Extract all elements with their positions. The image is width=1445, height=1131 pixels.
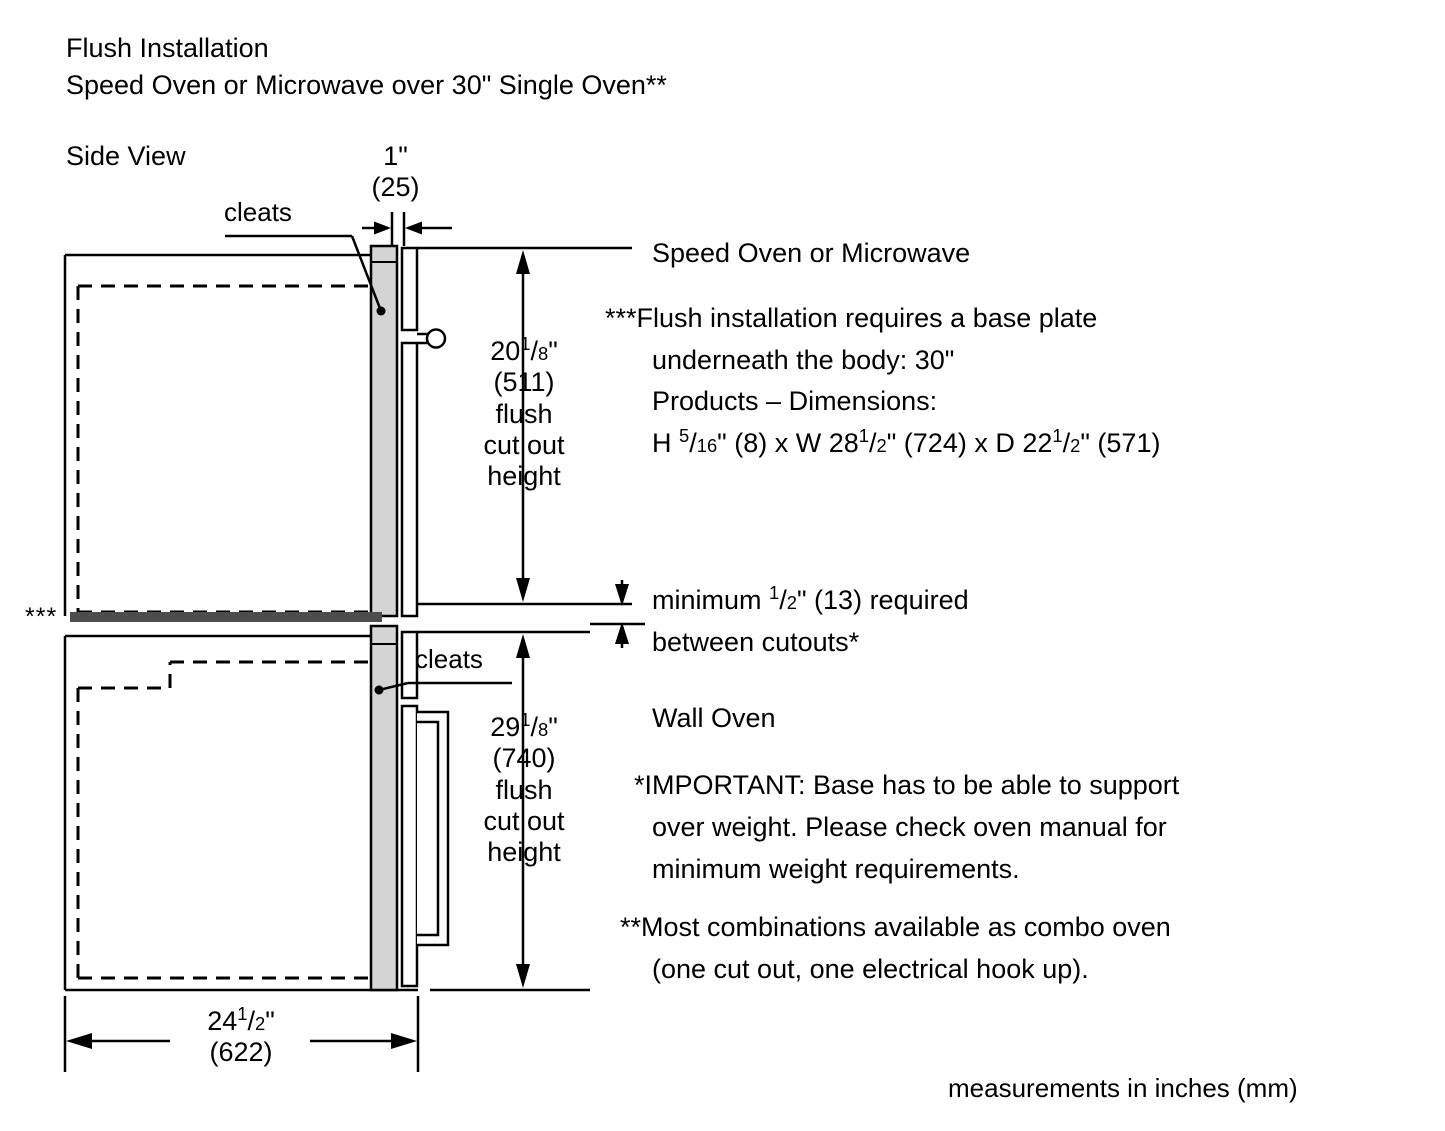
lower-cabinet-group — [63, 624, 450, 992]
important-note-line-1: *IMPORTANT: Base has to be able to suppo… — [634, 770, 1180, 800]
lower-dim-arrow-down — [516, 964, 530, 988]
combo-note-stars: ** — [620, 912, 642, 942]
top-gap-mm: (25) — [371, 172, 420, 203]
flush-note-dimensions: H 5/16" (8) x W 281/2" (724) x D 221/2" … — [652, 425, 1161, 458]
lower-door-trim-upper — [400, 630, 419, 700]
cleats-upper-leader-dot — [376, 306, 386, 316]
flush-note-line-3: Products – Dimensions: — [652, 386, 938, 416]
cleats-lower-leader-diagonal — [378, 681, 409, 692]
combo-note-line-1: **Most combinations available as combo o… — [620, 912, 1171, 942]
minimum-gap-note-line-1: minimum 1/2" (13) required — [652, 582, 969, 615]
minimum-gap-note-line-2: between cutouts* — [652, 627, 860, 657]
top-gap-arrowhead-left — [374, 221, 391, 235]
depth-dimension-group — [63, 996, 420, 1072]
lower-cutout-dimension-group — [417, 630, 590, 992]
side-view-label: Side View — [66, 141, 186, 171]
flush-note-line-2: underneath the body: 30" — [652, 345, 955, 375]
upper-handle-knob — [425, 328, 447, 349]
top-gap-dimension-group — [362, 212, 452, 246]
upper-cutout-desc-2: cut out — [483, 429, 565, 460]
depth-dimension-label: 241/2" (622) — [168, 1003, 314, 1069]
speed-oven-heading: Speed Oven or Microwave — [652, 238, 971, 268]
lower-oven-door-inner — [417, 720, 440, 937]
important-note-line-3: minimum weight requirements. — [652, 854, 1020, 884]
lower-cutout-desc-1: flush — [495, 774, 553, 805]
upper-door-trim-lower — [400, 341, 419, 618]
upper-cutout-desc-1: flush — [495, 398, 553, 429]
cleats-lower-leader-group — [374, 681, 512, 695]
lower-dim-arrow-up — [516, 634, 530, 658]
upper-cabinet-group — [63, 244, 447, 618]
depth-inches: 241/2" — [207, 1003, 275, 1036]
lower-cutout-desc-3: height — [487, 837, 561, 868]
depth-mm: (622) — [209, 1037, 273, 1068]
base-plate-bar — [70, 612, 382, 622]
important-note-stars: * — [634, 770, 645, 800]
upper-dim-arrow-up — [516, 250, 530, 274]
combo-note-line-2: (one cut out, one electrical hook up). — [652, 954, 1089, 984]
flush-note-line-1: ***Flush installation requires a base pl… — [605, 303, 1098, 333]
lower-door-trim-lower — [400, 704, 419, 988]
upper-appliance-body-panel — [369, 244, 399, 618]
top-gap-dimension-label: 1" (25) — [338, 141, 453, 204]
depth-arrowhead-left — [66, 1033, 92, 1049]
page-title-line-2: Speed Oven or Microwave over 30" Single … — [66, 70, 667, 100]
lower-cutout-inches: 291/8" — [490, 709, 558, 742]
cleats-lower-label: cleats — [415, 644, 483, 674]
top-gap-arrowhead-right — [405, 221, 422, 235]
top-gap-inches: 1" — [383, 141, 408, 171]
cleats-upper-leader-group — [225, 234, 386, 316]
cleats-upper-label: cleats — [224, 197, 292, 227]
wall-oven-heading: Wall Oven — [652, 703, 776, 733]
upper-cutout-dimension-group — [417, 246, 632, 606]
lower-cutout-dimension-label: 291/8" (740) flush cut out height — [445, 709, 603, 869]
depth-arrowhead-right — [391, 1033, 417, 1049]
minimum-gap-arrowhead-up — [615, 622, 629, 644]
lower-cutout-mm: (740) — [492, 743, 556, 774]
important-note-line-2: over weight. Please check oven manual fo… — [652, 812, 1167, 842]
page-title-line-1: Flush Installation — [66, 33, 269, 63]
upper-cutout-inches: 201/8" — [490, 333, 558, 366]
base-plate-marker: *** — [25, 603, 58, 631]
upper-cutout-dimension-label: 201/8" (511) flush cut out height — [445, 333, 603, 493]
minimum-gap-arrowhead-down — [615, 584, 629, 606]
depth-label-backdrop — [170, 1018, 310, 1064]
cleats-upper-leader-diagonal — [350, 235, 383, 312]
flush-note-stars: *** — [605, 303, 637, 333]
upper-dim-arrow-down — [516, 578, 530, 602]
upper-cutout-desc-3: height — [487, 461, 561, 492]
cleats-lower-leader-dot — [374, 685, 384, 695]
lower-cutout-desc-2: cut out — [483, 805, 565, 836]
minimum-gap-dimension-group — [590, 580, 645, 648]
upper-door-trim-upper — [400, 246, 419, 332]
lower-appliance-body-panel — [369, 624, 399, 992]
footer-measurement-note: measurements in inches (mm) — [948, 1073, 1298, 1103]
upper-cutout-mm: (511) — [493, 367, 555, 398]
